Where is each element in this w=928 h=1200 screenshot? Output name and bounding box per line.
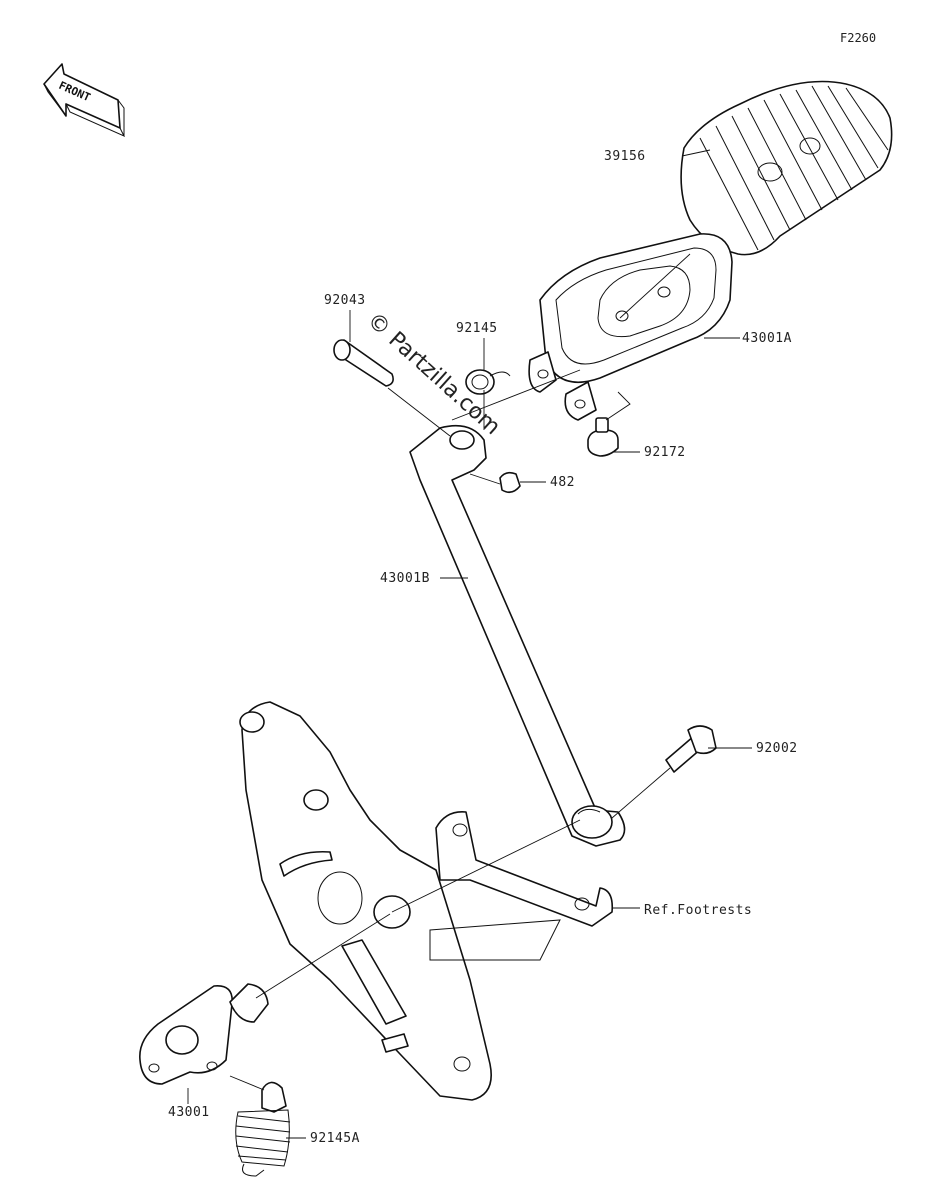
clevis-pin-92043 (333, 339, 394, 387)
return-spring-92145 (465, 369, 511, 395)
label-43001a: 43001A (742, 331, 792, 346)
callout-leaders (187, 149, 752, 1139)
spring-92145a (235, 1081, 291, 1177)
label-43001: 43001 (168, 1105, 210, 1120)
label-39156: 39156 (604, 149, 646, 164)
snap-ring-482 (499, 471, 521, 494)
label-92043: 92043 (324, 293, 366, 308)
pedal-arm (409, 424, 626, 847)
diagram-code: F2260 (840, 31, 876, 45)
label-482: 482 (550, 475, 575, 490)
switch-bracket-43001 (139, 983, 269, 1085)
pedal-rubber-pad (680, 80, 893, 256)
label-43001b: 43001B (380, 571, 430, 586)
label-92002: 92002 (756, 741, 798, 756)
label-ref-footrests: Ref.Footrests (644, 903, 752, 918)
assembly-lines (229, 369, 671, 1091)
footrest-bracket (239, 701, 614, 1101)
label-92172: 92172 (644, 445, 686, 460)
bolt-92002 (665, 725, 717, 773)
label-92145: 92145 (456, 321, 498, 336)
pedal-plate (528, 233, 733, 421)
front-arrow-icon: FRONT (43, 63, 126, 138)
bolt-92172 (587, 417, 619, 457)
label-92145a: 92145A (310, 1131, 360, 1146)
